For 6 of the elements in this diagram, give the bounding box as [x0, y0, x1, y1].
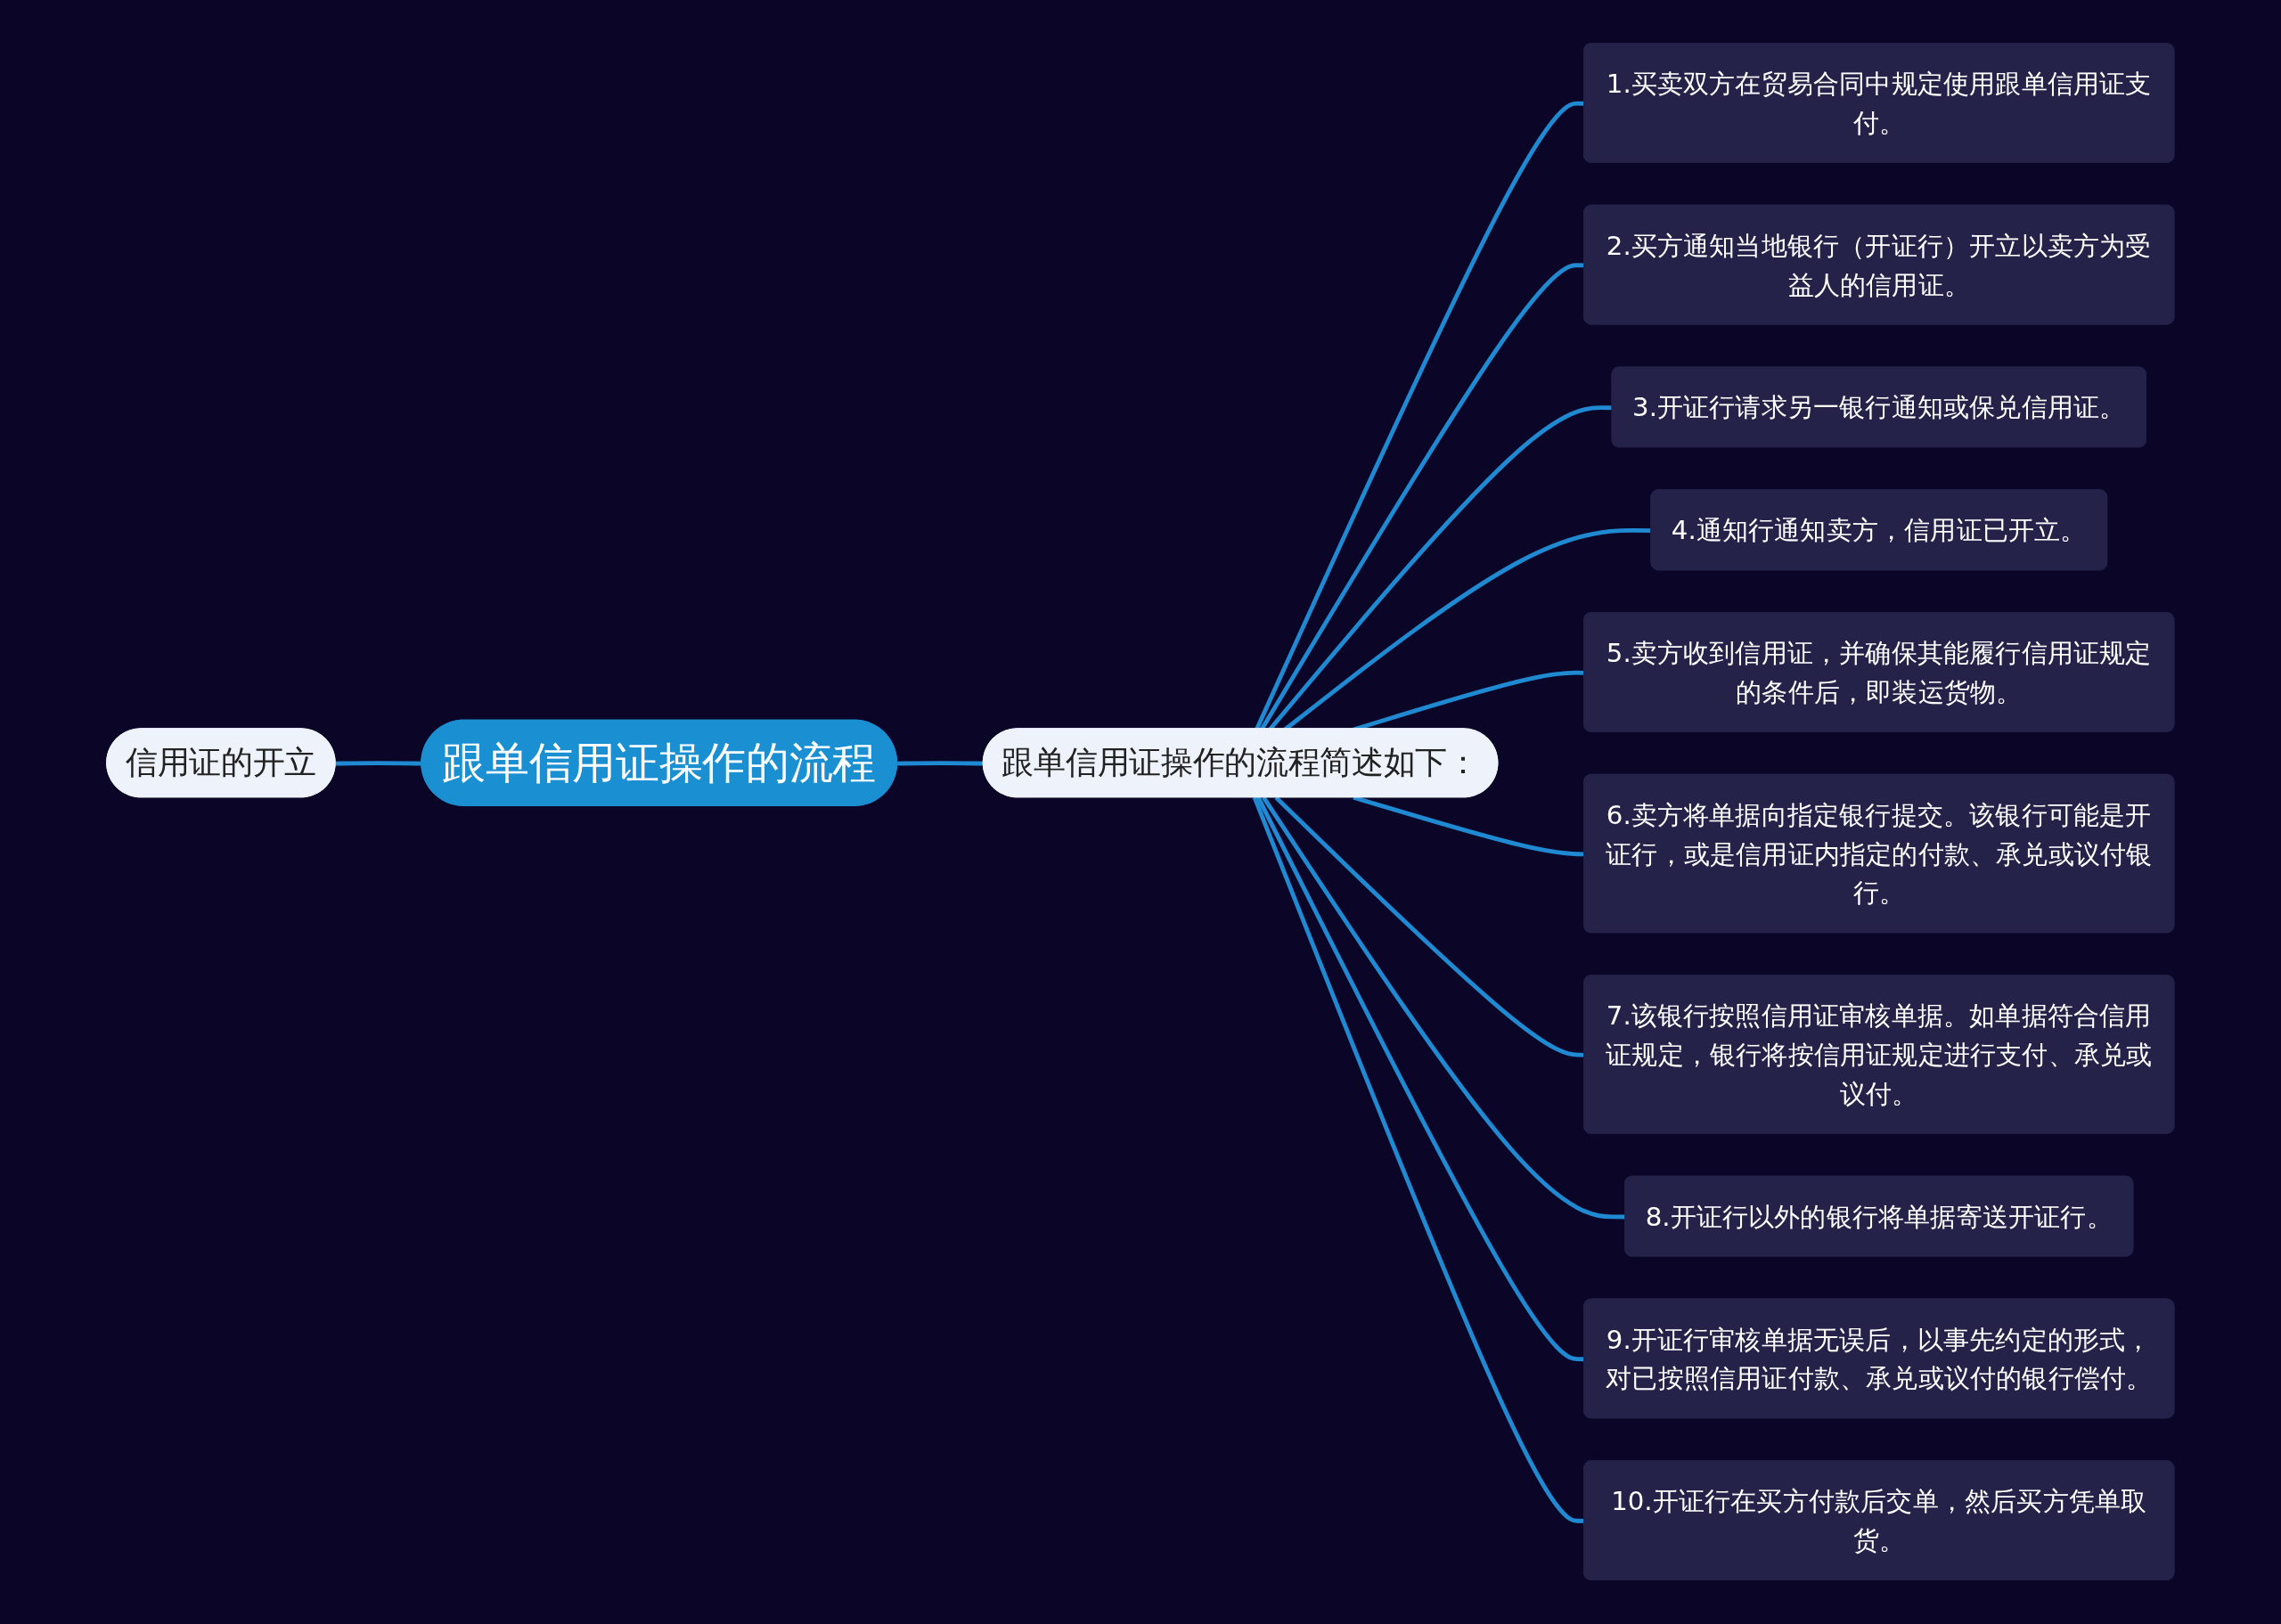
connector [1262, 796, 1626, 1220]
connector [1256, 796, 1585, 1362]
connector [1353, 796, 1585, 857]
connector [897, 761, 985, 766]
connector [1252, 796, 1585, 1524]
connector [1274, 796, 1585, 1058]
